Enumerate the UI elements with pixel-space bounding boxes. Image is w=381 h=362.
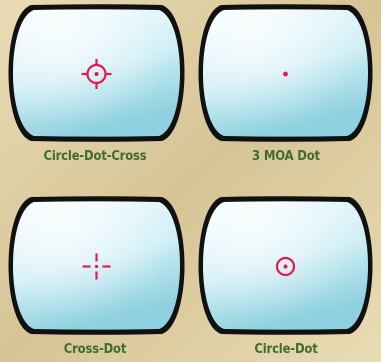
reticle-center-dot [95,265,98,268]
label-circle-dot-cross: Circle-Dot-Cross [13,148,176,164]
scope-lens-circle-dot-cross [9,4,185,142]
reticle-center-dot [284,265,288,269]
reticle-center-dot [283,72,288,77]
scope-lens-dot [199,4,373,142]
label-circle-dot: Circle-Dot [204,341,367,357]
scope-lens-circle-dot [199,196,373,335]
dot-reticle-icon [283,72,288,77]
scope-lens-cross-dot [9,196,185,335]
reticle-center-dot [95,72,99,76]
label-cross-dot: Cross-Dot [13,341,176,357]
label-3-moa-dot: 3 MOA Dot [204,148,367,164]
